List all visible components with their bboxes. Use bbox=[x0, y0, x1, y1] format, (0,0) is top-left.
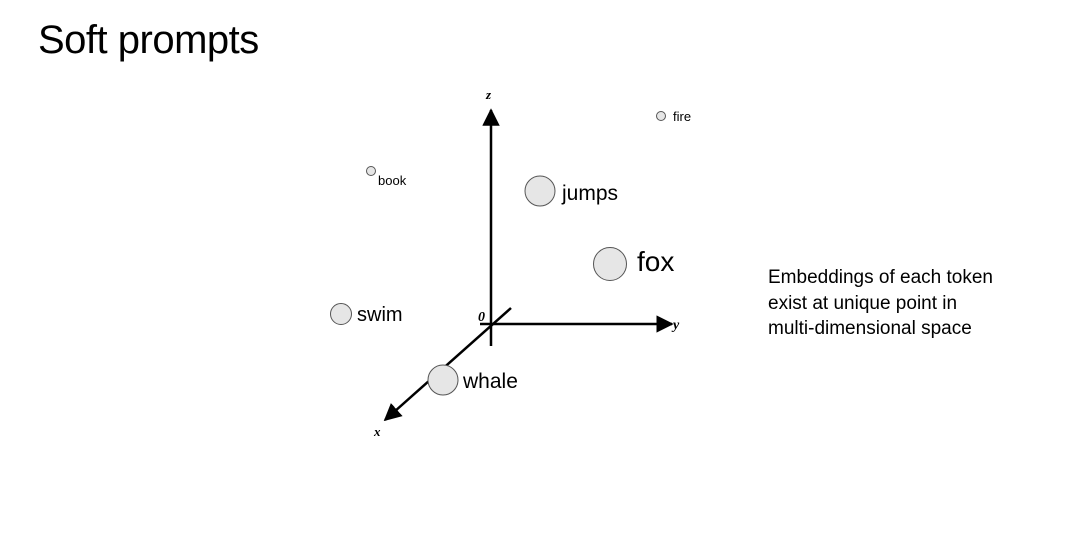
token-label: fox bbox=[637, 246, 674, 277]
token-node bbox=[524, 175, 556, 207]
token-node bbox=[656, 111, 666, 121]
token-fox: fox bbox=[593, 246, 674, 281]
caption-line: Embeddings of each token bbox=[768, 267, 993, 288]
token-label: fire bbox=[673, 109, 691, 124]
token-swim: swim bbox=[330, 303, 403, 326]
token-label: swim bbox=[357, 304, 403, 326]
token-label: whale bbox=[462, 370, 518, 393]
slide-title: Soft prompts bbox=[38, 18, 259, 62]
token-node bbox=[366, 166, 376, 176]
caption-line: multi-dimensional space bbox=[768, 318, 972, 339]
token-label: book bbox=[378, 173, 407, 188]
token-book: book bbox=[366, 166, 407, 188]
y-axis-label: y bbox=[671, 318, 680, 333]
token-node bbox=[593, 247, 627, 281]
token-fire: fire bbox=[656, 109, 691, 124]
token-jumps: jumps bbox=[524, 175, 618, 207]
x-axis-label: x bbox=[373, 424, 381, 439]
token-whale: whale bbox=[427, 364, 518, 396]
token-node bbox=[427, 364, 459, 396]
token-label: jumps bbox=[561, 182, 618, 205]
origin-label: 0 bbox=[478, 310, 485, 325]
caption-line: exist at unique point in bbox=[768, 292, 958, 314]
caption: Embeddings of each token exist at unique… bbox=[768, 265, 1038, 342]
z-axis-label: z bbox=[485, 87, 492, 102]
token-node bbox=[330, 303, 352, 325]
x-axis bbox=[383, 307, 512, 422]
